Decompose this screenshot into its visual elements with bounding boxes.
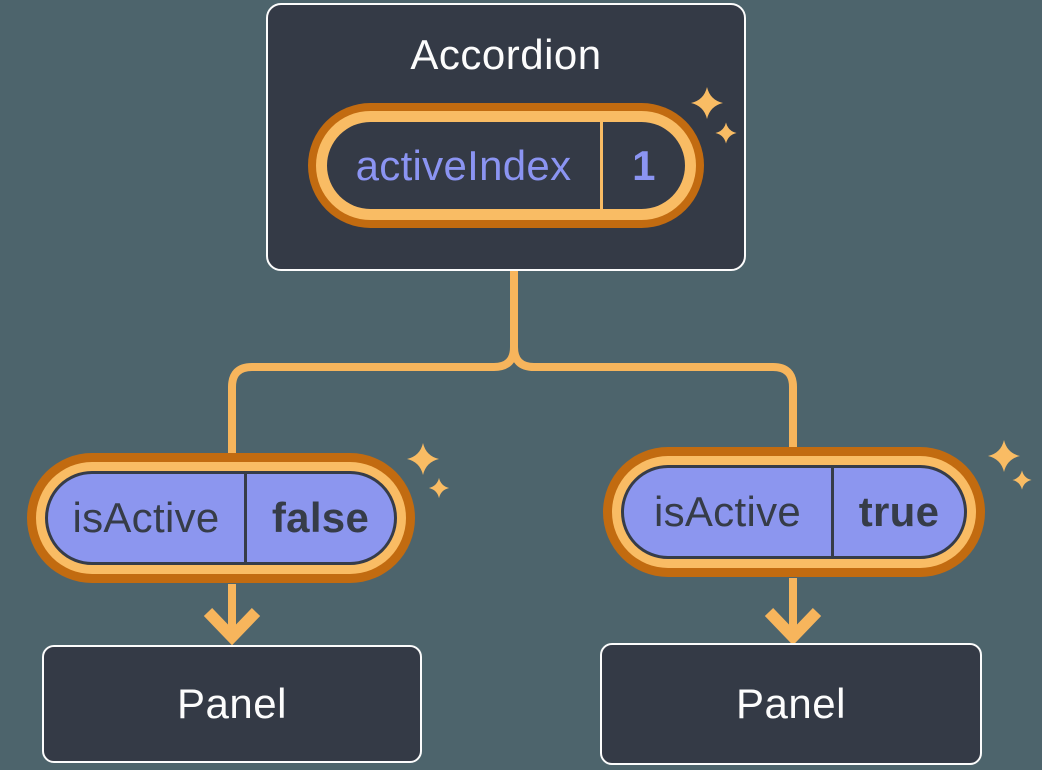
prop-pill-value: false (271, 494, 370, 541)
arrow-down-icon (764, 578, 822, 646)
prop-pill-ring: isActive true (612, 456, 976, 568)
state-pill: activeIndex 1 (308, 103, 704, 228)
panel-node-left: Panel (42, 645, 422, 763)
panel-title: Panel (177, 680, 287, 727)
state-pill-ring: activeIndex 1 (316, 111, 696, 220)
arrow-down-icon (203, 584, 261, 646)
prop-pill-body: isActive true (621, 465, 967, 559)
prop-pill-label: isActive (72, 494, 220, 541)
state-pill-body: activeIndex 1 (327, 122, 685, 209)
panel-node-right: Panel (600, 643, 982, 765)
state-pill-divider (600, 122, 603, 209)
sparkle-icon (407, 443, 439, 475)
state-pill-label: activeIndex (355, 141, 572, 189)
prop-pill-value: true (858, 488, 940, 535)
prop-pill-left: isActive false (27, 453, 415, 583)
prop-pill-divider (244, 474, 247, 562)
prop-pill-divider (831, 468, 834, 556)
branch-connector-right (510, 271, 797, 448)
prop-pill-ring: isActive false (36, 462, 406, 574)
sparkle-icon (428, 477, 450, 499)
prop-pill-right: isActive true (603, 447, 985, 577)
prop-pill-label: isActive (653, 488, 802, 535)
prop-pill-body: isActive false (45, 471, 397, 565)
sparkle-icon (1012, 470, 1032, 490)
accordion-title: Accordion (410, 31, 602, 78)
panel-title: Panel (736, 680, 846, 727)
state-pill-value: 1 (632, 141, 656, 189)
sparkle-icon (988, 440, 1020, 472)
branch-connector-left (228, 271, 518, 454)
